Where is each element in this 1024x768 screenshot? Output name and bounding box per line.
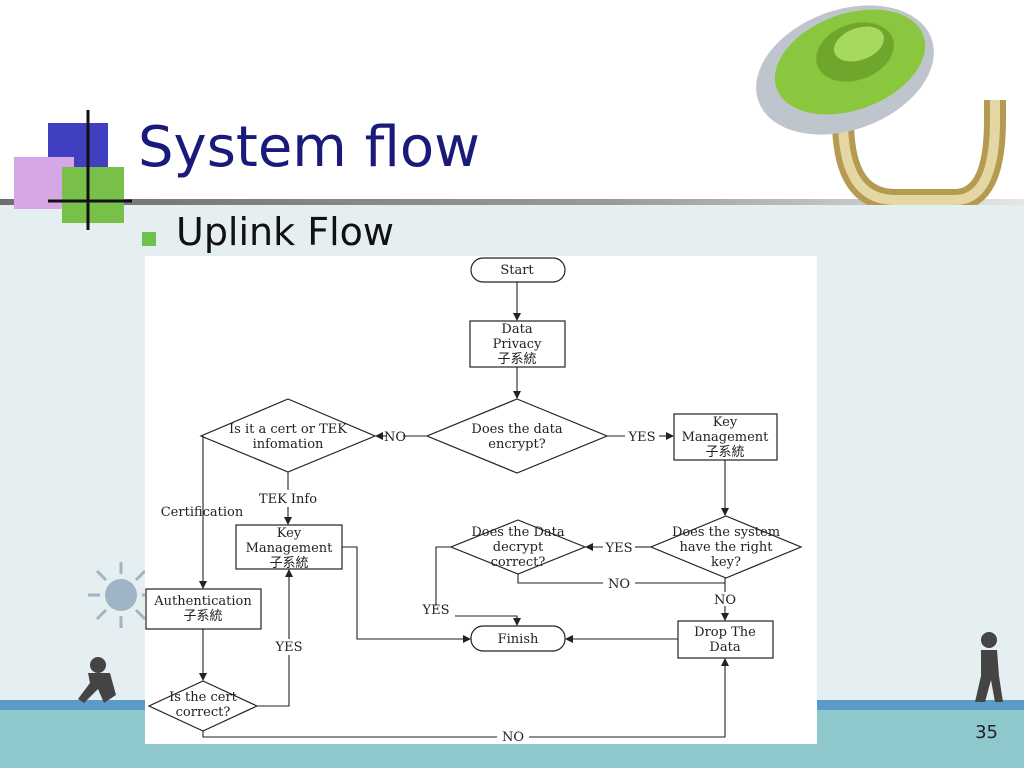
start-terminal <box>470 257 566 283</box>
data-privacy-line1: Data <box>501 322 532 337</box>
data-privacy-line3: 子系統 <box>497 352 536 367</box>
decrypt-q-line3: correct? <box>491 555 546 570</box>
yes-label-encrypt: YES <box>628 430 656 445</box>
yes-label-cert: YES <box>275 640 303 655</box>
cert-correct-line2: correct? <box>176 705 231 720</box>
decrypt-yes-a <box>435 546 451 606</box>
encrypt-q-line1: Does the data <box>471 422 562 437</box>
tek-info-label: TEK Info <box>259 492 317 507</box>
page-number: 35 <box>975 722 998 743</box>
decrypt-yes-b <box>455 615 521 626</box>
bullet-text: Uplink Flow <box>176 210 394 254</box>
key-mgmt-right-box <box>673 413 778 461</box>
keymgmt-left-to-finish <box>342 546 471 643</box>
decrypt-q-line1: Does the Data <box>471 525 565 540</box>
key-mgmt-right-line2: Management <box>682 430 770 445</box>
authentication-line1: Authentication <box>153 594 252 609</box>
encrypt-decision <box>425 398 609 474</box>
start-label: Start <box>500 263 534 278</box>
encrypt-q-line2: encrypt? <box>488 437 545 452</box>
yes-label-haskey: YES <box>605 541 633 556</box>
no-label-haskey: NO <box>714 593 736 608</box>
key-mgmt-left-line3: 子系統 <box>269 556 308 571</box>
finish-label: Finish <box>498 632 539 647</box>
drop-line1: Drop The <box>694 625 756 640</box>
bullet-marker <box>142 232 156 246</box>
sun-decoration-icon <box>88 562 154 628</box>
walker-silhouette-icon <box>975 632 1003 702</box>
drop-line2: Data <box>709 640 740 655</box>
uplink-flowchart: Start Data Privacy 子系統 Does the data enc… <box>145 256 817 744</box>
drop-data-box <box>677 620 774 659</box>
cert-or-tek-line1: Is it a cert or TEK <box>229 422 347 437</box>
no-label-cert: NO <box>502 730 524 744</box>
title-rule <box>0 199 1024 205</box>
yes-label-decrypt: YES <box>422 603 450 618</box>
key-mgmt-left-line2: Management <box>246 541 334 556</box>
data-privacy-line2: Privacy <box>493 337 542 352</box>
key-mgmt-left-box <box>235 524 343 570</box>
has-key-line1: Does the system <box>672 525 780 540</box>
decorative-squares <box>14 110 132 230</box>
cert-no-b <box>529 658 729 738</box>
kid-silhouette-icon <box>78 657 116 703</box>
cert-correct-line1: Is the cert <box>169 690 238 705</box>
has-key-line3: key? <box>711 555 741 570</box>
cert-yes-a <box>257 655 290 707</box>
has-key-decision <box>649 515 803 579</box>
padlock-icon <box>756 5 1006 205</box>
data-privacy-box <box>469 320 566 368</box>
key-mgmt-right-line1: Key <box>713 415 738 430</box>
certification-label: Certification <box>161 505 244 520</box>
decrypt-q-line2: decrypt <box>493 540 544 555</box>
no-label-decrypt: NO <box>608 577 630 592</box>
decrypt-no-a <box>517 574 603 584</box>
cert-or-tek-line2: infomation <box>253 437 324 452</box>
key-mgmt-right-line3: 子系統 <box>705 445 744 460</box>
authentication-line2: 子系統 <box>183 609 222 624</box>
key-mgmt-left-line1: Key <box>277 526 302 541</box>
no-label-encrypt: NO <box>384 430 406 445</box>
slide-title: System flow <box>138 115 480 180</box>
has-key-line2: have the right <box>679 540 773 555</box>
cert-no-a <box>202 731 497 738</box>
